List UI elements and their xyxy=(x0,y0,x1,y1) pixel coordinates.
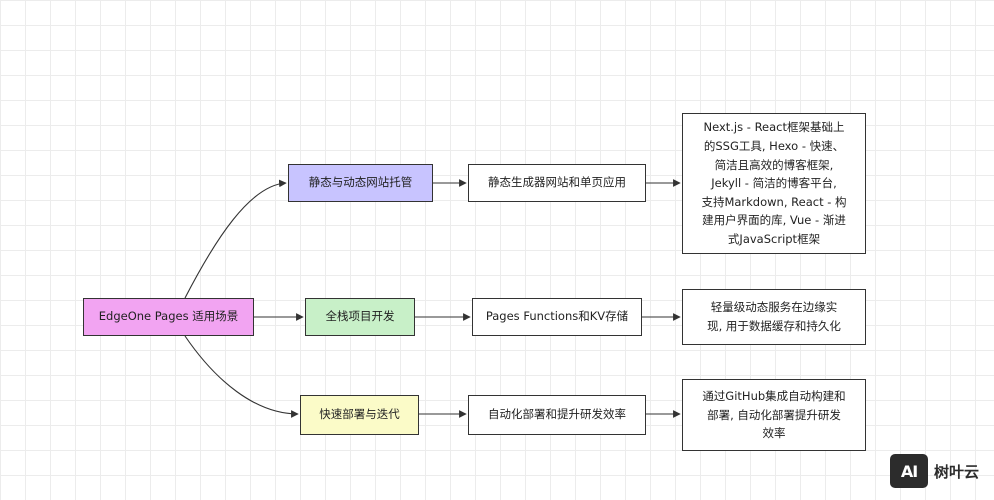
node-sub1-label: 静态生成器网站和单页应用 xyxy=(488,175,626,190)
watermark-brand: 树叶云 xyxy=(934,462,980,481)
edge-root-cat3 xyxy=(184,335,299,418)
node-root-label: EdgeOne Pages 适用场景 xyxy=(98,309,239,324)
node-cat2: 全栈项目开发 xyxy=(305,298,415,336)
watermark-logo: AI xyxy=(890,454,928,488)
node-root: EdgeOne Pages 适用场景 xyxy=(83,298,254,336)
node-sub3-label: 自动化部署和提升研发效率 xyxy=(488,407,626,422)
watermark-logo-text: AI xyxy=(900,461,918,481)
node-cat2-label: 全栈项目开发 xyxy=(325,309,395,324)
edge-root-cat1 xyxy=(184,179,287,299)
node-det1-label: Next.js - React框架基础上 的SSG工具, Hexo - 快速、 … xyxy=(701,120,847,247)
node-cat1: 静态与动态网站托管 xyxy=(288,164,433,202)
node-det3-label: 通过GitHub集成自动构建和 部署, 自动化部署提升研发 效率 xyxy=(702,389,846,441)
node-sub2-label: Pages Functions和KV存储 xyxy=(485,309,629,324)
node-det3: 通过GitHub集成自动构建和 部署, 自动化部署提升研发 效率 xyxy=(682,379,866,451)
node-cat3-label: 快速部署与迭代 xyxy=(319,407,400,422)
node-sub2: Pages Functions和KV存储 xyxy=(472,298,642,336)
node-det2-label: 轻量级动态服务在边缘实 现, 用于数据缓存和持久化 xyxy=(707,300,841,333)
watermark: AI 树叶云 xyxy=(890,452,990,490)
node-cat3: 快速部署与迭代 xyxy=(300,395,419,435)
node-sub3: 自动化部署和提升研发效率 xyxy=(468,395,646,435)
node-det2: 轻量级动态服务在边缘实 现, 用于数据缓存和持久化 xyxy=(682,289,866,345)
node-det1: Next.js - React框架基础上 的SSG工具, Hexo - 快速、 … xyxy=(682,113,866,254)
node-sub1: 静态生成器网站和单页应用 xyxy=(468,164,646,202)
node-cat1-label: 静态与动态网站托管 xyxy=(308,175,413,190)
